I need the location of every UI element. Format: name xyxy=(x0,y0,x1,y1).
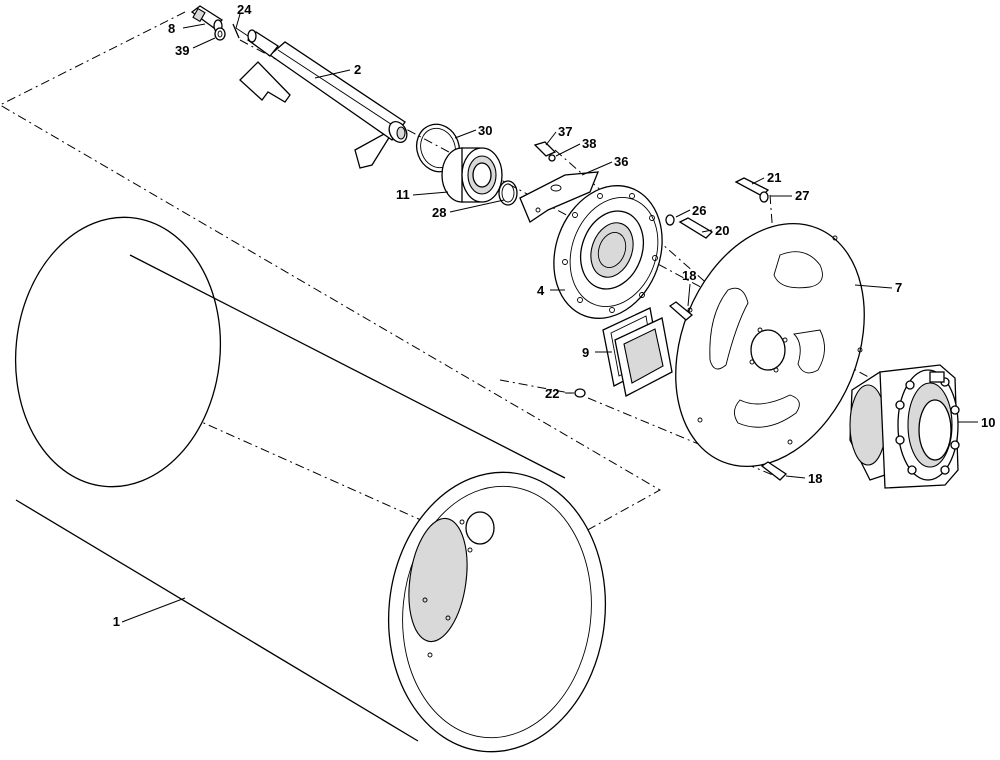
bolt-part-20 xyxy=(678,217,714,239)
callout-36: 36 xyxy=(614,154,628,169)
callout-18-lower: 18 xyxy=(808,471,822,486)
callout-20: 20 xyxy=(715,223,729,238)
pin-part-24 xyxy=(232,23,240,39)
drum-shell xyxy=(14,216,607,753)
callout-18-upper: 18 xyxy=(682,268,696,283)
callout-10: 10 xyxy=(981,415,995,430)
callout-39: 39 xyxy=(175,43,189,58)
callout-9: 9 xyxy=(582,345,589,360)
callout-8: 8 xyxy=(168,21,175,36)
bolt-part-18-upper xyxy=(668,301,694,321)
callout-27: 27 xyxy=(795,188,809,203)
callout-22: 22 xyxy=(545,386,559,401)
callout-28: 28 xyxy=(432,205,446,220)
callout-30: 30 xyxy=(478,123,492,138)
washer-part-27 xyxy=(759,191,769,203)
callout-labels: 1 2 4 7 8 9 10 11 18 18 20 21 22 24 26 2… xyxy=(113,2,996,629)
shaft-assembly xyxy=(235,27,408,169)
washer-part-39 xyxy=(214,27,226,41)
callout-4: 4 xyxy=(537,283,545,298)
motor-part-10 xyxy=(849,364,960,489)
bolt-part-18-lower xyxy=(760,461,788,481)
callout-11: 11 xyxy=(396,187,410,202)
plug-part-22 xyxy=(574,388,586,398)
callout-7: 7 xyxy=(895,280,902,295)
washer-part-38 xyxy=(548,154,556,162)
leader-lines xyxy=(121,13,978,623)
fitting-part-8 xyxy=(190,5,224,33)
bracket-part-36 xyxy=(519,171,599,223)
flange-part-4 xyxy=(553,185,663,319)
callout-24: 24 xyxy=(237,2,252,17)
callout-2: 2 xyxy=(354,62,361,77)
callout-38: 38 xyxy=(582,136,596,151)
callout-21: 21 xyxy=(767,170,781,185)
retaining-ring-part-28 xyxy=(498,180,518,206)
bolt-part-21 xyxy=(734,177,770,197)
bolt-part-37 xyxy=(533,141,557,157)
callout-1: 1 xyxy=(113,614,120,629)
callout-26: 26 xyxy=(692,203,706,218)
bearing-part-11 xyxy=(441,147,503,203)
cover-plate-part-9 xyxy=(602,307,673,397)
callout-37: 37 xyxy=(558,124,572,139)
washer-part-26 xyxy=(665,214,675,226)
